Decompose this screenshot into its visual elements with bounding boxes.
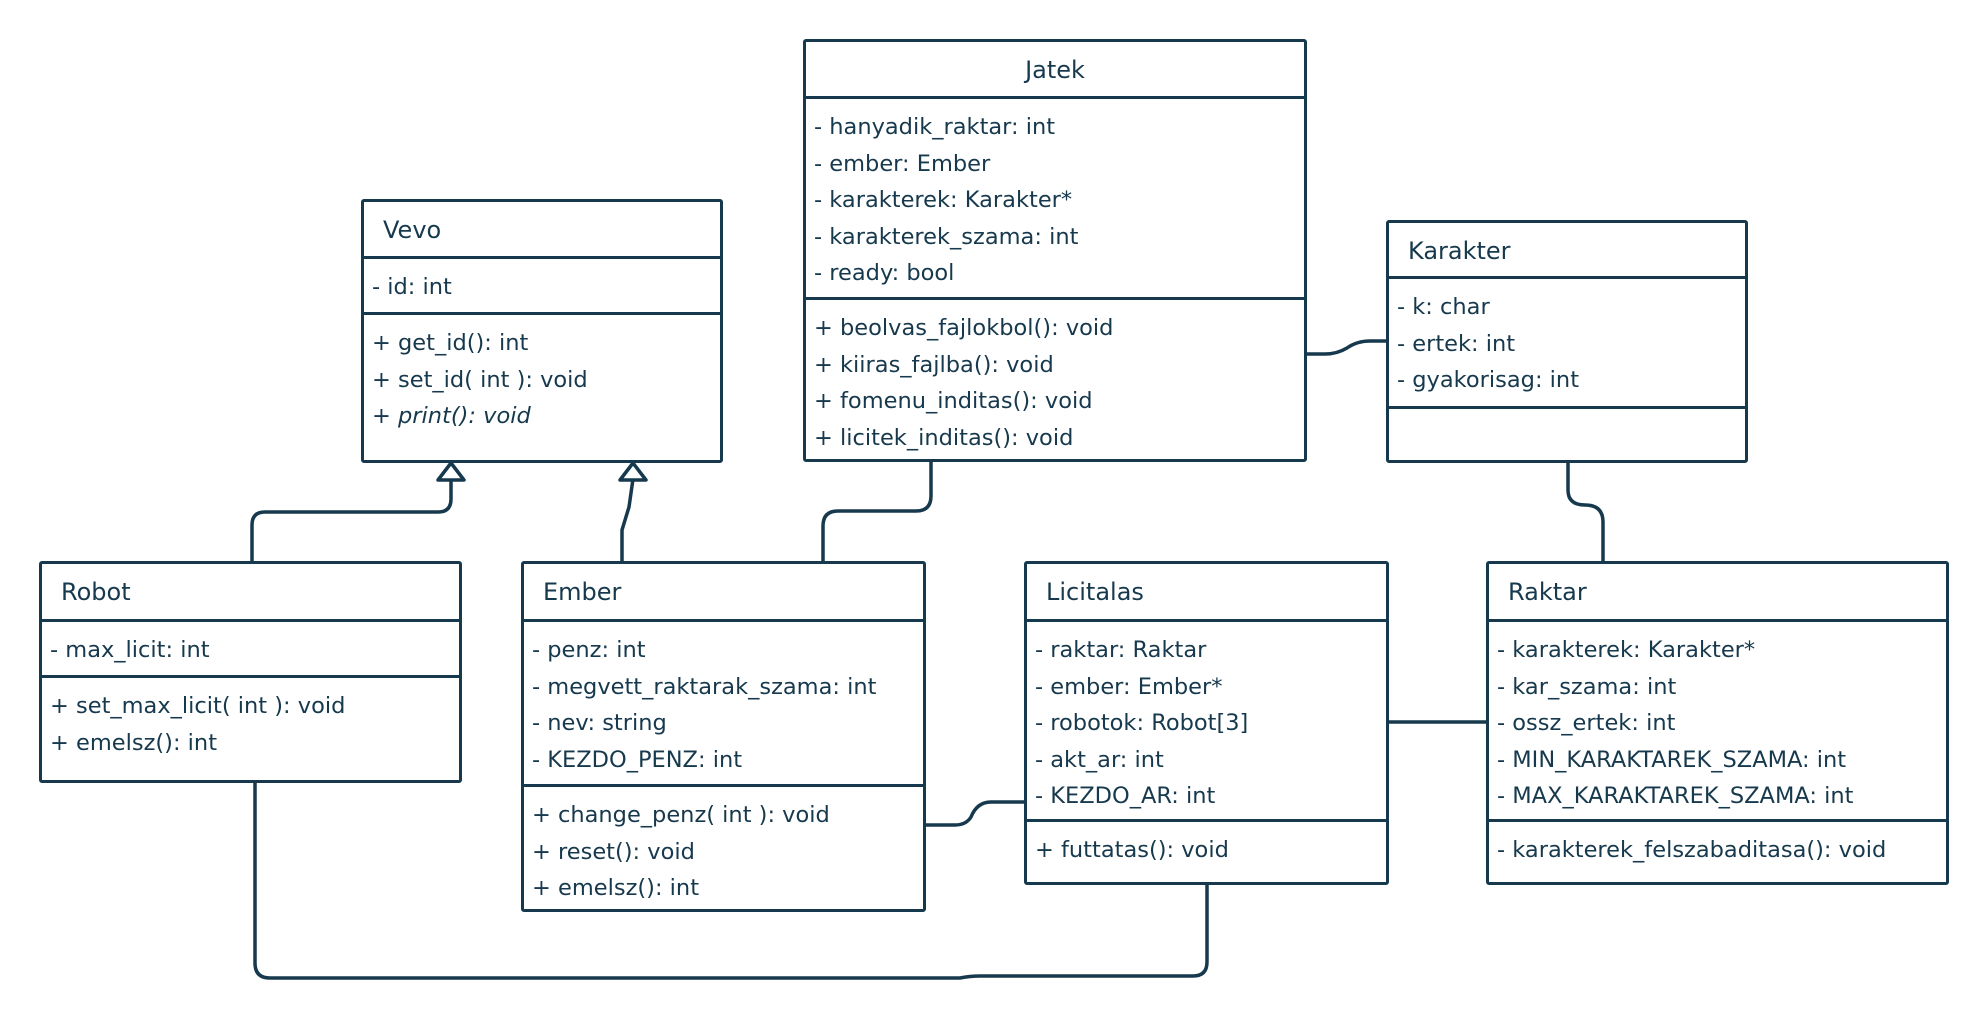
class-title: Vevo	[364, 202, 720, 259]
attributes-section: - raktar: Raktar - ember: Ember* - robot…	[1027, 622, 1386, 822]
class-karakter[interactable]: Karakter - k: char - ertek: int - gyakor…	[1386, 220, 1748, 463]
class-ember[interactable]: Ember - penz: int - megvett_raktarak_sza…	[521, 561, 926, 912]
class-title: Ember	[524, 564, 923, 622]
attribute: - karakterek_szama: int	[814, 223, 1079, 250]
generalization-robot-vevo	[250, 477, 453, 564]
class-licitalas[interactable]: Licitalas - raktar: Raktar - ember: Embe…	[1024, 561, 1389, 885]
attribute: - ember: Ember*	[1035, 673, 1223, 700]
method: + beolvas_fajlokbol(): void	[814, 315, 1114, 341]
methods-section: + futtatas(): void	[1027, 822, 1386, 869]
class-robot[interactable]: Robot - max_licit: int + set_max_licit( …	[39, 561, 462, 783]
attribute: - penz: int	[532, 637, 646, 663]
class-vevo[interactable]: Vevo - id: int + get_id(): int + set_id(…	[361, 199, 723, 463]
method: + reset(): void	[532, 838, 695, 865]
attribute: - hanyadik_raktar: int	[814, 114, 1056, 140]
attributes-section: - hanyadik_raktar: int - ember: Ember - …	[806, 99, 1304, 300]
class-jatek[interactable]: Jatek - hanyadik_raktar: int - ember: Em…	[803, 39, 1307, 462]
association-jatek-ember	[821, 460, 933, 564]
method: + futtatas(): void	[1035, 837, 1229, 863]
attribute: - k: char	[1397, 294, 1490, 320]
attribute: - kar_szama: int	[1497, 673, 1677, 700]
attribute: - max_licit: int	[50, 637, 210, 663]
generalization-ember-vevo	[620, 477, 635, 564]
attribute: - KEZDO_PENZ: int	[532, 746, 743, 773]
attribute: - ertek: int	[1397, 330, 1516, 357]
attribute: - nev: string	[532, 710, 667, 736]
class-title: Robot	[42, 564, 459, 622]
method: + set_max_licit( int ): void	[50, 693, 346, 719]
inheritance-arrow-vevo-left	[436, 461, 466, 482]
methods-section	[1389, 409, 1745, 419]
methods-section: + beolvas_fajlokbol(): void + kiiras_faj…	[806, 300, 1304, 456]
attribute: - ossz_ertek: int	[1497, 710, 1676, 736]
attributes-section: - k: char - ertek: int - gyakorisag: int	[1389, 279, 1745, 409]
association-jatek-karakter	[1305, 339, 1389, 356]
method: + licitek_inditas(): void	[814, 424, 1074, 451]
method-abstract: + print(): void	[372, 403, 531, 429]
attributes-section: - penz: int - megvett_raktarak_szama: in…	[524, 622, 923, 787]
attributes-section: - max_licit: int	[42, 622, 459, 678]
method: + emelsz(): int	[50, 729, 218, 756]
class-title: Licitalas	[1027, 564, 1386, 622]
attribute: - raktar: Raktar	[1035, 637, 1207, 663]
attribute: - KEZDO_AR: int	[1035, 783, 1216, 809]
attribute: - karakterek: Karakter*	[814, 187, 1073, 213]
method: + set_id( int ): void	[372, 366, 588, 393]
method: + kiiras_fajlba(): void	[814, 351, 1054, 378]
attribute: - robotok: Robot[3]	[1035, 710, 1249, 736]
attribute: - gyakorisag: int	[1397, 367, 1580, 393]
methods-section: - karakterek_felszabaditasa(): void	[1489, 822, 1946, 869]
method: + get_id(): int	[372, 330, 529, 356]
attribute: - akt_ar: int	[1035, 746, 1164, 773]
method: + change_penz( int ): void	[532, 802, 830, 828]
methods-section: + set_max_licit( int ): void + emelsz():…	[42, 678, 459, 761]
attribute: - ready: bool	[814, 260, 955, 286]
attribute: - MAX_KARAKTAREK_SZAMA: int	[1497, 783, 1854, 809]
methods-section: + change_penz( int ): void + reset(): vo…	[524, 787, 923, 907]
attribute: - ember: Ember	[814, 150, 991, 177]
method: - karakterek_felszabaditasa(): void	[1497, 837, 1887, 863]
attribute: - megvett_raktarak_szama: int	[532, 673, 877, 700]
method: + emelsz(): int	[532, 875, 700, 901]
association-ember-licitalas	[923, 800, 1028, 827]
attributes-section: - karakterek: Karakter* - kar_szama: int…	[1489, 622, 1946, 822]
method: + fomenu_inditas(): void	[814, 388, 1093, 414]
class-title: Jatek	[806, 42, 1304, 99]
class-raktar[interactable]: Raktar - karakterek: Karakter* - kar_sza…	[1486, 561, 1949, 885]
inheritance-arrow-vevo-right	[618, 461, 648, 482]
association-karakter-raktar	[1566, 460, 1605, 564]
class-title: Raktar	[1489, 564, 1946, 622]
attributes-section: - id: int	[364, 259, 720, 315]
attribute: - id: int	[372, 274, 452, 300]
attribute: - MIN_KARAKTAREK_SZAMA: int	[1497, 746, 1847, 773]
attribute: - karakterek: Karakter*	[1497, 637, 1756, 663]
class-title: Karakter	[1389, 223, 1745, 279]
methods-section: + get_id(): int + set_id( int ): void + …	[364, 315, 720, 435]
